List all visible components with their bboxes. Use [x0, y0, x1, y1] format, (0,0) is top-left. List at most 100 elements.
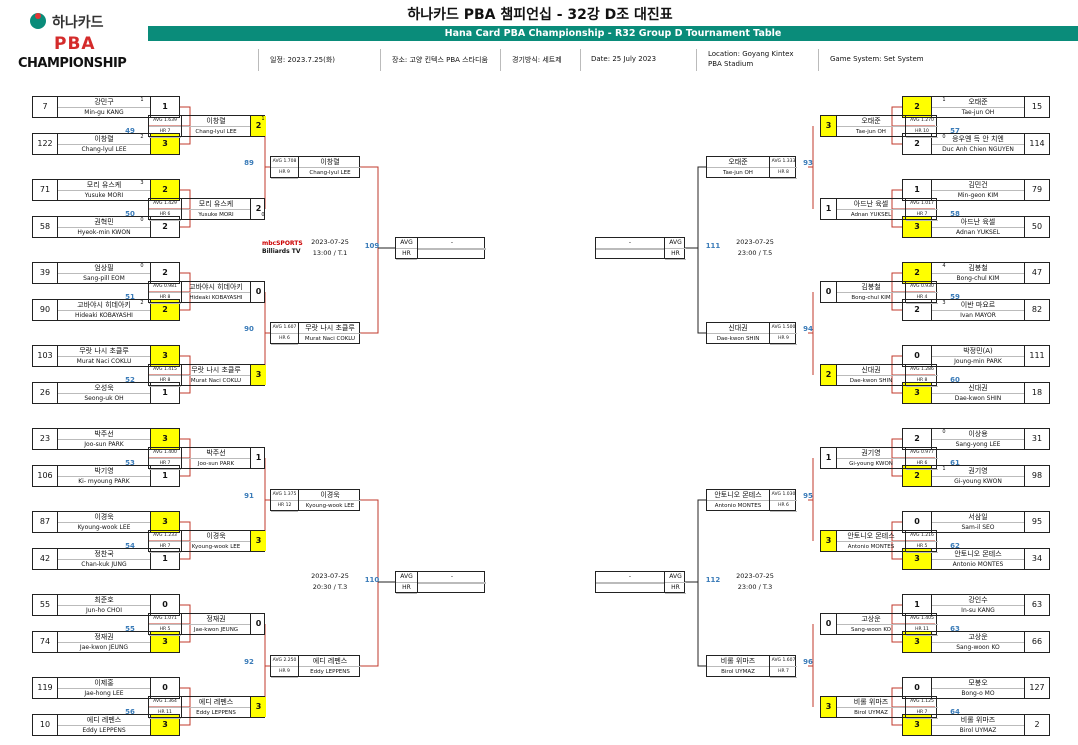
- player-name-kr: 안토니오 몬테스: [932, 549, 1024, 560]
- player-name-kr: 박기영: [58, 466, 150, 477]
- player-name-en: Birol UYMAZ: [721, 669, 755, 675]
- player-name-kr: 최준호: [58, 595, 150, 606]
- player-name-kr: 에디 레펜스: [182, 697, 250, 708]
- player-set-score: 3: [903, 383, 931, 403]
- player-seed-number: 90: [39, 305, 51, 314]
- player-set-score: 1: [825, 453, 832, 462]
- player-high-run: HR 6: [770, 501, 797, 512]
- player-high-run: HR 7: [149, 542, 181, 553]
- player-name-kr: 이창렬: [299, 157, 361, 168]
- player-name-en: Sam-il SEO: [961, 524, 995, 531]
- player-name-en: Birol UYMAZ: [854, 710, 888, 716]
- player-name-kr: 김민건: [932, 180, 1024, 191]
- match-number: 62: [950, 542, 960, 550]
- player-name-kr: 엄상필: [58, 263, 150, 274]
- player-seed-number: 23: [39, 434, 51, 443]
- player-name-kr: 신대권: [932, 383, 1024, 394]
- player-name-en: Kyoung-wook LEE: [305, 503, 355, 509]
- player-set-score: 1: [162, 388, 168, 397]
- player-name: 박정민(A)Joung-min PARK: [931, 346, 1025, 366]
- player-avg: AVG 1.375: [271, 490, 298, 501]
- player-name-en: Yusuke MORI: [198, 212, 234, 218]
- player-name-kr: 에디 레펜스: [299, 656, 361, 667]
- player-high-run: HR 7: [770, 667, 797, 678]
- player-seed-number: 63: [1031, 600, 1043, 609]
- side-score: 3: [140, 180, 144, 186]
- player-set-score: 2: [151, 300, 179, 320]
- event-info-row: 일정: 2023.7.25(화) 장소: 고양 킨텍스 PBA 스타디움 경기방…: [148, 49, 1078, 71]
- player-set-score: 3: [251, 531, 266, 551]
- player-set-score: 0: [255, 287, 262, 296]
- player-set-score: 0: [162, 683, 168, 692]
- player-name-kr: 무랏 나시 초클루: [182, 365, 250, 376]
- player-name-en: Joo-sun PARK: [197, 461, 235, 467]
- side-score: 0: [261, 212, 265, 218]
- player-name-en: Dae-kwon SHIN: [954, 395, 1002, 402]
- player-name-kr: 고바야시 히데아키: [182, 282, 250, 293]
- info-divider: [258, 49, 259, 71]
- final-values: -: [418, 238, 486, 258]
- player-name-kr: 오태준: [837, 116, 905, 127]
- player-high-run: HR 12: [271, 501, 298, 512]
- player-name-en: Adnan YUKSEL: [850, 212, 892, 218]
- player-high-run: HR 9: [271, 667, 298, 678]
- player-avg: AVG 1.405: [906, 614, 938, 625]
- player-name-kr: 이창렬: [182, 116, 250, 127]
- player-name-en: Tae-jun OH: [723, 170, 753, 176]
- player-name-kr: 이제홍: [58, 678, 150, 689]
- player-seed-number: 39: [39, 268, 51, 277]
- player-seed-number: 98: [1031, 471, 1043, 480]
- player-seed-number: 15: [1031, 102, 1043, 111]
- player-name-kr: 김봉철: [837, 282, 905, 293]
- player-name-en: Hyeok-min KWON: [77, 229, 131, 236]
- player-name-en: Joung-min PARK: [954, 358, 1002, 365]
- player-name-kr: 정재권: [182, 614, 250, 625]
- final-hr-label: HR: [396, 249, 417, 260]
- player-high-run: HR 8: [770, 168, 797, 179]
- logo-pba-text: PBA: [54, 34, 96, 54]
- info-date-en: Date: 25 July 2023: [591, 55, 657, 63]
- player-name-kr: 권기영: [837, 448, 905, 459]
- player-set-score: 3: [151, 429, 179, 449]
- player-name-kr: 안토니오 몬테스: [837, 531, 905, 542]
- player-seed-number: 10: [39, 720, 51, 729]
- player-avg: AVG 0.977: [906, 448, 938, 459]
- final-avg-value: -: [596, 238, 664, 249]
- match-time-table: 23:00 / T.5: [737, 249, 773, 257]
